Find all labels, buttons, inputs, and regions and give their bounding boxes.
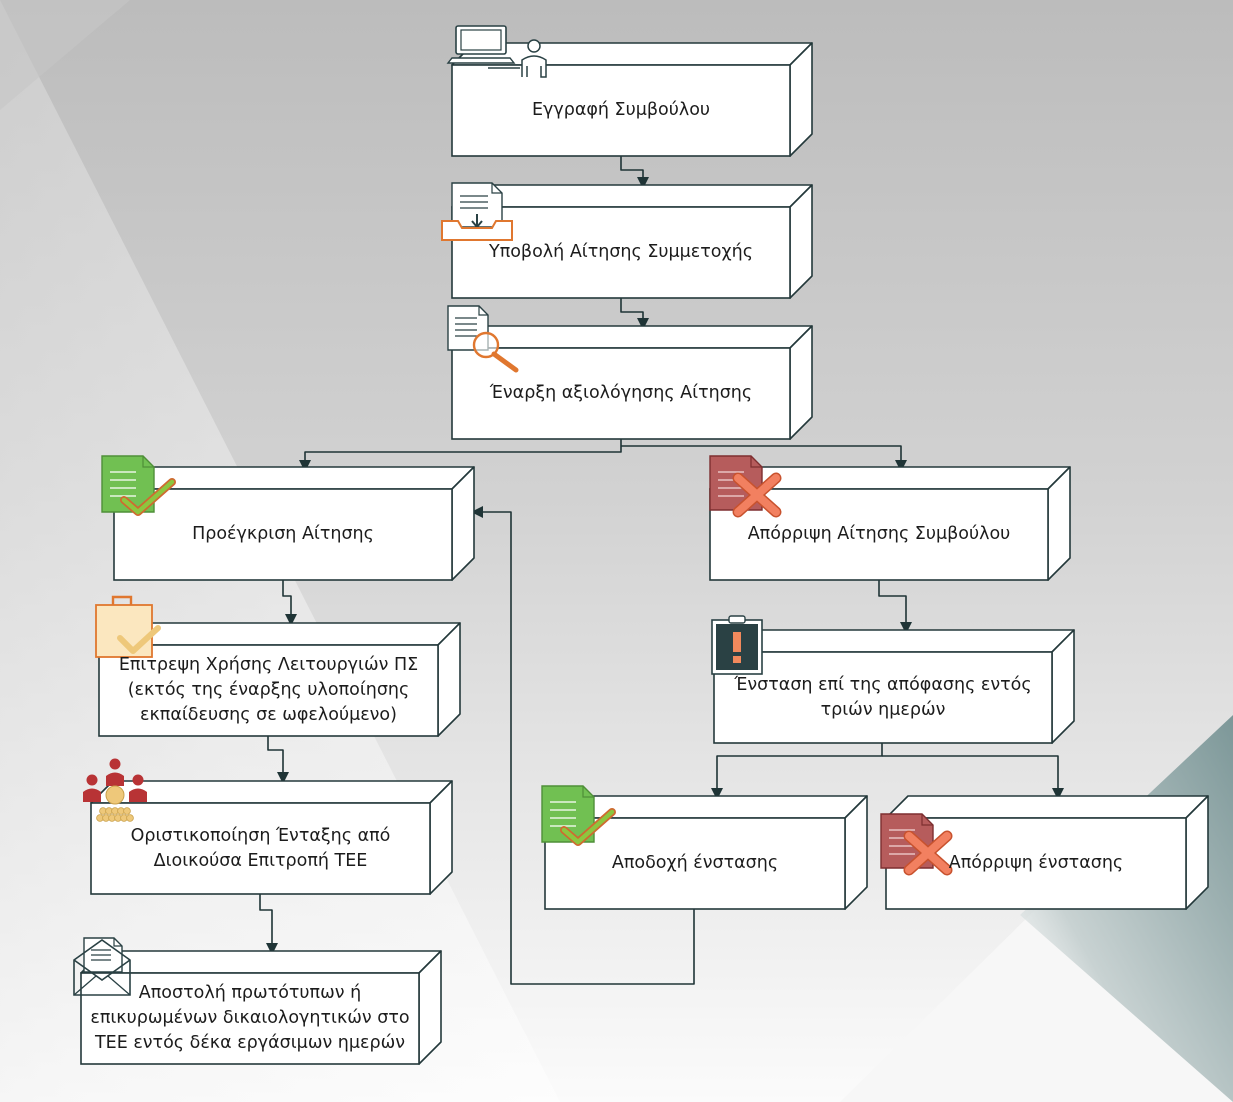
document-approved-icon — [541, 785, 616, 846]
node-top-face — [885, 795, 1209, 819]
document-rejected-icon — [709, 455, 782, 518]
nodes — [80, 42, 1209, 1065]
edges — [259, 156, 1064, 985]
node-objection — [713, 629, 1075, 744]
node-front-face — [713, 651, 1053, 744]
node-front-face — [451, 64, 791, 157]
connector-submit-to-evaluate — [620, 298, 649, 330]
envelope-document-icon — [73, 937, 131, 996]
clipboard-alert-icon — [711, 615, 763, 675]
node-send — [80, 950, 442, 1065]
bag-check-icon — [95, 595, 161, 658]
committee-icon — [83, 758, 147, 822]
node-top-face — [80, 950, 442, 974]
node-front-face — [90, 802, 431, 895]
connector-evaluate-to-preapprove — [299, 439, 622, 472]
document-rejected-icon — [880, 813, 953, 876]
node-top-face — [451, 184, 813, 208]
node-finalize — [90, 780, 453, 895]
node-top-face — [713, 629, 1075, 653]
node-allow — [98, 622, 461, 737]
computer-user-icon — [446, 25, 547, 78]
document-inbox-icon — [441, 182, 513, 241]
connector-allow-to-finalize — [267, 736, 289, 784]
connector-finalize-to-send — [259, 894, 278, 955]
node-front-face — [544, 817, 846, 910]
node-front-face — [80, 972, 420, 1065]
document-search-icon — [447, 305, 519, 373]
node-evaluate — [451, 325, 813, 440]
node-reject — [709, 466, 1071, 581]
node-obj_accept — [544, 795, 868, 910]
node-front-face — [98, 644, 439, 737]
node-preapprove — [113, 466, 475, 581]
connector-reject-to-objection — [878, 580, 912, 634]
connector-evaluate-to-reject — [621, 445, 907, 472]
node-front-face — [113, 488, 453, 581]
node-submit — [451, 184, 813, 299]
connector-objection-to-obj_accept — [711, 743, 883, 800]
connector-objection-to-obj_reject — [882, 755, 1064, 800]
connector-preapprove-to-allow — [282, 580, 297, 626]
document-approved-icon — [101, 455, 176, 516]
icons — [73, 25, 953, 996]
connector-obj_accept-to-preapprove — [471, 506, 695, 985]
node-top-face — [451, 325, 813, 349]
connector-register-to-submit — [620, 156, 649, 189]
